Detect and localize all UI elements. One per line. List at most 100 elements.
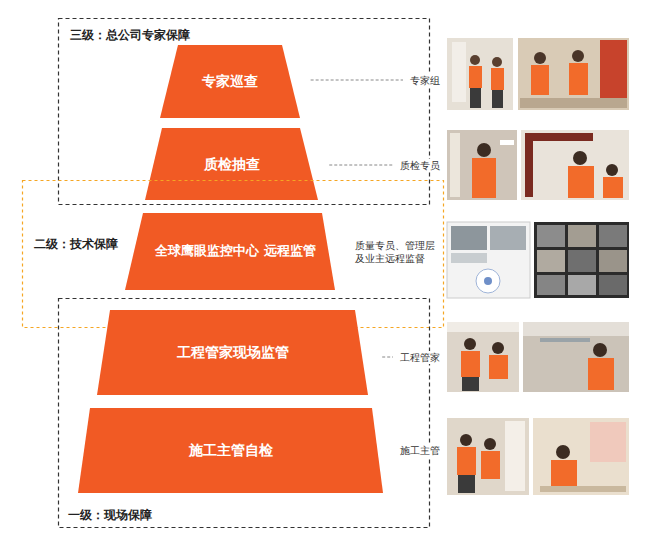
pyramid-tier: 施工主管自检 [78,408,383,493]
photo-detail [540,486,626,492]
photo-detail [537,225,565,247]
photo [523,322,629,392]
photo-detail [460,434,472,446]
photo-detail [603,177,623,198]
photo-detail [447,418,529,495]
photo-detail [531,65,549,95]
photo-detail [462,377,479,391]
photo-detail [569,63,588,95]
photo [447,130,517,200]
tier-fill [125,213,335,290]
tier-fill [145,128,318,200]
photo-detail [551,460,577,490]
tier-label: 质检抽查 [204,154,260,174]
photo-detail [477,143,491,157]
photo-detail [472,158,496,198]
tier-label: 专家巡查 [202,71,258,91]
monitor-screen [534,222,629,298]
photo-detail [484,438,496,450]
photo-detail [520,98,627,108]
photo-detail [491,68,504,90]
photo-detail [588,358,614,390]
photo-detail [599,275,627,295]
photo-detail [525,133,533,197]
photo-detail [447,130,517,200]
photo-detail [518,38,629,110]
photo-detail [521,130,629,200]
photo-detail [451,226,487,250]
photo-detail [533,133,593,141]
photo-detail [492,342,504,354]
photo-detail [492,57,502,67]
role-label: 工程管家 [398,351,442,364]
photo-detail [450,133,460,197]
photo-detail [568,166,594,198]
monitor-screen [447,222,530,298]
photo [518,38,629,110]
label-holder: 质检专员 [398,159,442,172]
photo-detail [458,475,475,493]
leader-line [311,80,403,81]
label-holder: 专家组 [408,74,442,87]
photo-detail [481,451,500,479]
photo-detail [568,250,596,272]
tier-fill [160,45,300,118]
photo [447,418,529,495]
photo-detail [476,269,500,293]
photo-detail [537,275,565,295]
photo-detail [447,322,519,332]
level-heading: 一级：现场保障 [68,508,152,524]
pyramid-tier: 全球鹰眼监控中心 远程监管 [125,213,335,290]
photo-detail [599,225,627,247]
region-border [23,181,444,328]
photo-detail [523,322,629,336]
photo-detail [469,66,482,88]
photo-detail [447,38,513,110]
leader-line [329,165,393,166]
label-holder: 工程管家 [398,351,442,364]
region-border [59,299,430,528]
photo-detail [568,275,596,295]
photo-detail [492,90,503,108]
role-label: 质检专员 [398,159,442,172]
photo-detail [447,222,530,298]
tier-label: 施工主管自检 [189,440,273,460]
photo-detail [593,343,607,357]
pyramid-tier: 专家巡查 [160,45,300,118]
photo-detail [590,422,626,462]
photo-detail [470,55,480,65]
photo-detail [523,322,629,392]
leader-line [382,357,393,358]
photo-detail [599,250,627,272]
photo-detail [464,338,476,350]
photo-detail [540,338,590,342]
photo-detail [489,355,508,379]
photo-detail [461,351,480,377]
pyramid-tier: 工程管家现场监管 [97,310,368,395]
level-heading: 二级：技术保障 [34,237,118,253]
photo [533,418,629,495]
photo [521,130,629,200]
level-region: 一级：现场保障 工程管家现场监管施工主管自检 [58,298,430,528]
photo-detail [470,88,481,108]
photo-detail [500,140,514,145]
tier-fill [78,408,383,493]
region-border [59,19,430,205]
photo-detail [533,418,629,495]
photo-detail [556,445,570,459]
photo-detail [505,421,525,491]
photo-detail [572,50,584,62]
label-holder: 质量专员、管理层及业主远程监督 [353,239,442,265]
photo-detail [606,164,618,176]
photo [447,38,513,110]
role-label: 施工主管 [398,444,442,457]
pyramid-tier: 质检抽查 [145,128,318,200]
photo-detail [451,253,487,263]
photo-detail [534,222,629,298]
photo [447,322,519,392]
photo-detail [452,42,466,102]
tier-label: 工程管家现场监管 [177,342,289,362]
